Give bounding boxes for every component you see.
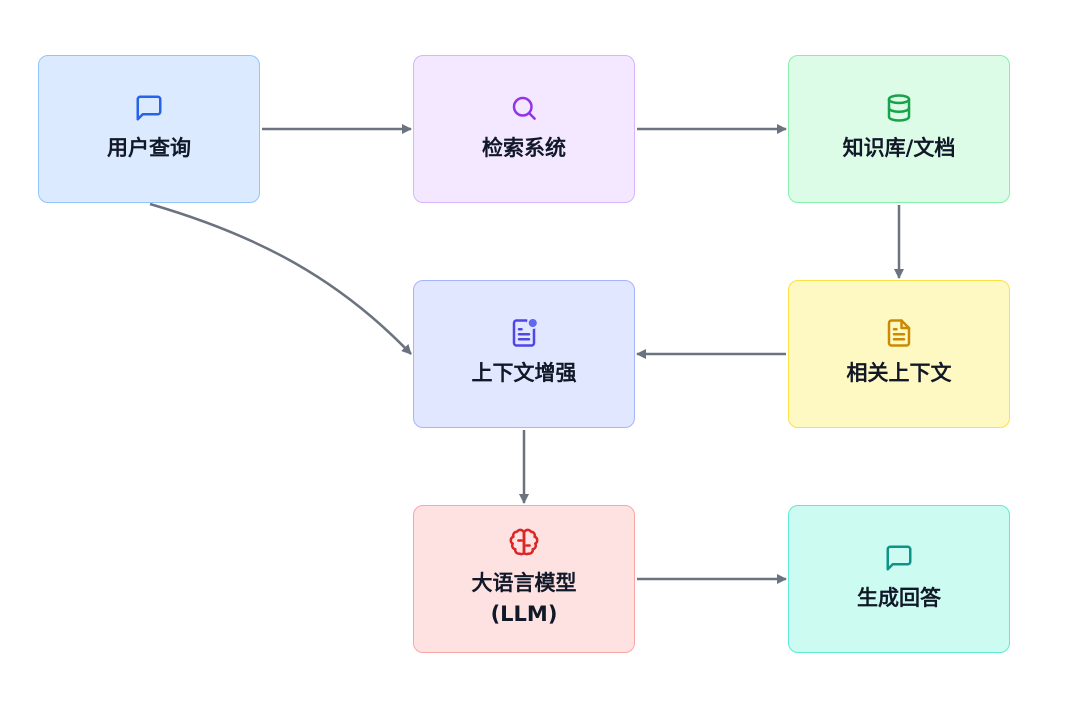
node-label: 检索系统 bbox=[482, 136, 566, 161]
message-square-icon bbox=[886, 545, 912, 571]
node-label: 用户查询 bbox=[107, 136, 191, 161]
node-user-query[interactable]: 用户查询 bbox=[38, 55, 260, 203]
node-context-augmentation[interactable]: 上下文增强 bbox=[413, 280, 635, 428]
node-llm[interactable]: 大语言模型 (LLM) bbox=[413, 505, 635, 653]
node-label: 生成回答 bbox=[857, 586, 941, 611]
node-label: 知识库/文档 bbox=[842, 136, 956, 161]
file-plus-icon bbox=[512, 318, 539, 347]
node-retrieval[interactable]: 检索系统 bbox=[413, 55, 635, 203]
node-label: 相关上下文 bbox=[846, 361, 952, 386]
node-knowledge-base[interactable]: 知识库/文档 bbox=[788, 55, 1010, 203]
node-relevant-context[interactable]: 相关上下文 bbox=[788, 280, 1010, 428]
node-label: 大语言模型 (LLM) bbox=[471, 570, 577, 627]
search-icon bbox=[512, 97, 536, 121]
database-icon bbox=[887, 94, 911, 122]
file-text-icon bbox=[887, 319, 911, 347]
node-answer[interactable]: 生成回答 bbox=[788, 505, 1010, 653]
edge-query-to-augmentation bbox=[149, 202, 412, 355]
node-label: 上下文增强 bbox=[471, 361, 577, 386]
brain-icon bbox=[509, 528, 539, 555]
message-square-icon bbox=[136, 95, 162, 121]
